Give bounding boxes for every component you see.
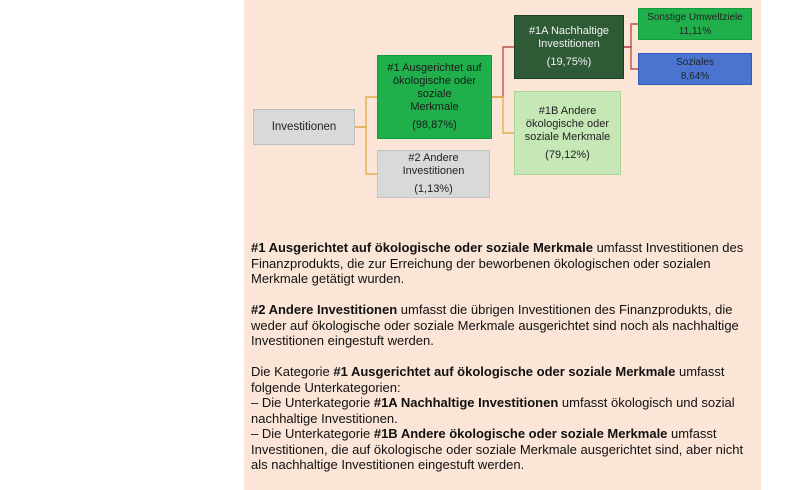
subcategory-1a-pre: – Die Unterkategorie [251,395,374,410]
node-cat1b-other-characteristics: #1B Andere ökologische oder soziale Merk… [514,91,621,175]
subcategories-intro-pre: Die Kategorie [251,364,334,379]
subcategory-1a-rest: umfasst ökologisch und sozial nachhaltig… [251,395,735,426]
subcategory-1b-term: #1B Andere ökologische oder soziale Merk… [373,426,668,441]
connector-inv-cat1 [355,96,377,128]
node-sonstige-value: 11,11% [678,25,712,37]
node-cat1b-value: (79,12%) [545,148,590,161]
node-soziales-value: 8,64% [680,70,710,82]
connector-cat1-cat1a [492,46,514,98]
node-cat2-label: #2 Andere Investitionen [402,152,465,177]
explanation-text: #1 Ausgerichtet auf ökologische oder soz… [251,240,753,488]
node-cat1a-label: #1A Nachhaltige Investitionen [528,25,610,50]
allocation-diagram [355,23,638,175]
connector-cat1a-soziales [624,46,638,70]
node-sonstige-umweltziele: Sonstige Umweltziele 11,11% [638,8,752,40]
node-investitionen: Investitionen [253,109,355,145]
paragraph-cat2-term: #2 Andere Investitionen [251,302,398,317]
connector-cat1a-sonstige [624,23,638,48]
subcategory-1a-item: – Die Unterkategorie #1A Nachhaltige Inv… [251,395,753,426]
node-cat1a-value: (19,75%) [546,56,592,68]
subcategory-1a-term: #1A Nachhaltige Investitionen [373,395,559,410]
paragraph-cat1-term: #1 Ausgerichtet auf ökologische oder soz… [251,240,593,255]
node-cat1b-label: #1B Andere ökologische oder soziale Merk… [524,104,611,143]
subcategories-intro: Die Kategorie #1 Ausgerichtet auf ökolog… [251,364,753,395]
subcategories-intro-term: #1 Ausgerichtet auf ökologische oder soz… [333,364,676,379]
node-investitionen-label: Investitionen [271,120,337,133]
subcategory-1b-item: – Die Unterkategorie #1B Andere ökologis… [251,426,753,473]
subcategory-1b-rest: umfasst Investitionen, die auf ökologisc… [251,426,744,472]
connector-inv-cat2 [355,126,377,175]
connector-cat1-cat1b [492,96,514,134]
node-cat1a-sustainable: #1A Nachhaltige Investitionen (19,75%) [514,15,624,79]
node-soziales-label: Soziales [676,56,714,68]
paragraph-cat1: #1 Ausgerichtet auf ökologische oder soz… [251,240,753,287]
node-cat1-aligned: #1 Ausgerichtet auf ökologische oder soz… [377,55,492,139]
node-sonstige-label: Sonstige Umweltziele [647,11,743,23]
node-cat2-other: #2 Andere Investitionen (1,13%) [377,150,490,198]
paragraph-cat1-body: umfasst Investitionen des Finanzprodukts… [251,240,744,286]
subcategories-intro-rest: umfasst folgende Unterkategorien: [251,364,725,395]
paragraph-subcategories: Die Kategorie #1 Ausgerichtet auf ökolog… [251,364,753,473]
subcategory-1b-pre: – Die Unterkategorie [251,426,374,441]
node-soziales: Soziales 8,64% [638,53,752,85]
paragraph-cat2: #2 Andere Investitionen umfasst die übri… [251,302,753,349]
paragraph-cat2-body: umfasst die übrigen Investitionen des Fi… [251,302,739,348]
node-cat2-value: (1,13%) [414,183,453,195]
node-cat1-label: #1 Ausgerichtet auf ökologische oder soz… [387,62,482,113]
node-cat1-value: (98,87%) [412,119,457,131]
